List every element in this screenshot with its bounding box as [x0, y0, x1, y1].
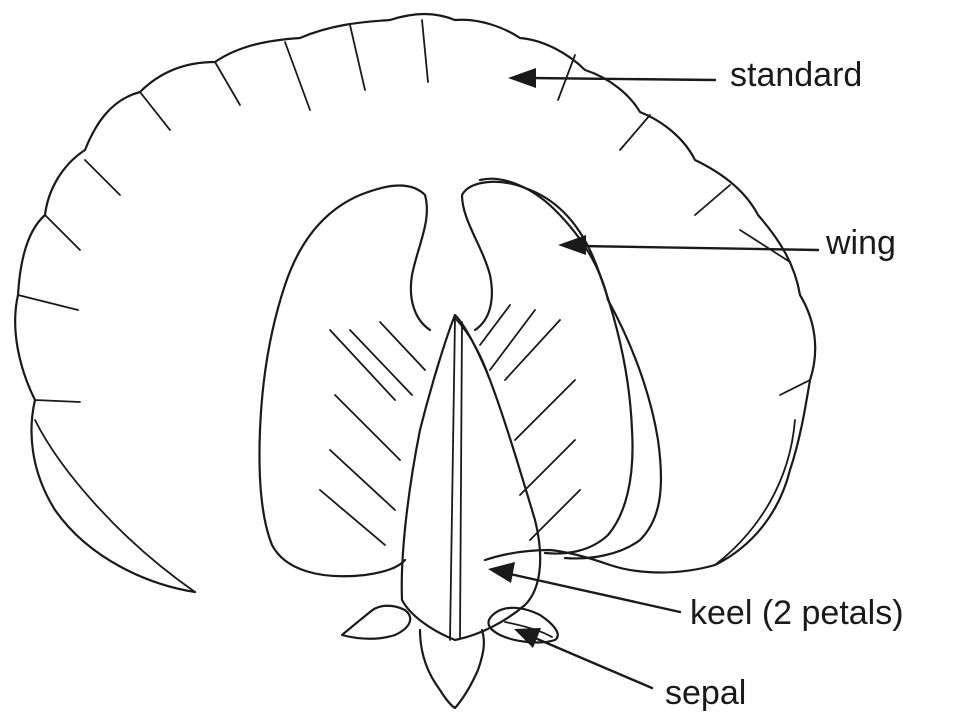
wing-label: wing: [826, 226, 896, 260]
standard-label: standard: [730, 58, 862, 92]
standard-petal: [15, 14, 815, 592]
sepal-pointer: [514, 628, 652, 688]
sepal-label: sepal: [665, 676, 746, 710]
keel-label: keel (2 petals): [690, 596, 904, 630]
right-wing-petal: [462, 179, 661, 559]
keel-pointer: [488, 562, 680, 612]
left-wing-petal: [260, 186, 431, 577]
standard-pointer: [508, 68, 715, 88]
wing-pointer: [558, 235, 818, 255]
